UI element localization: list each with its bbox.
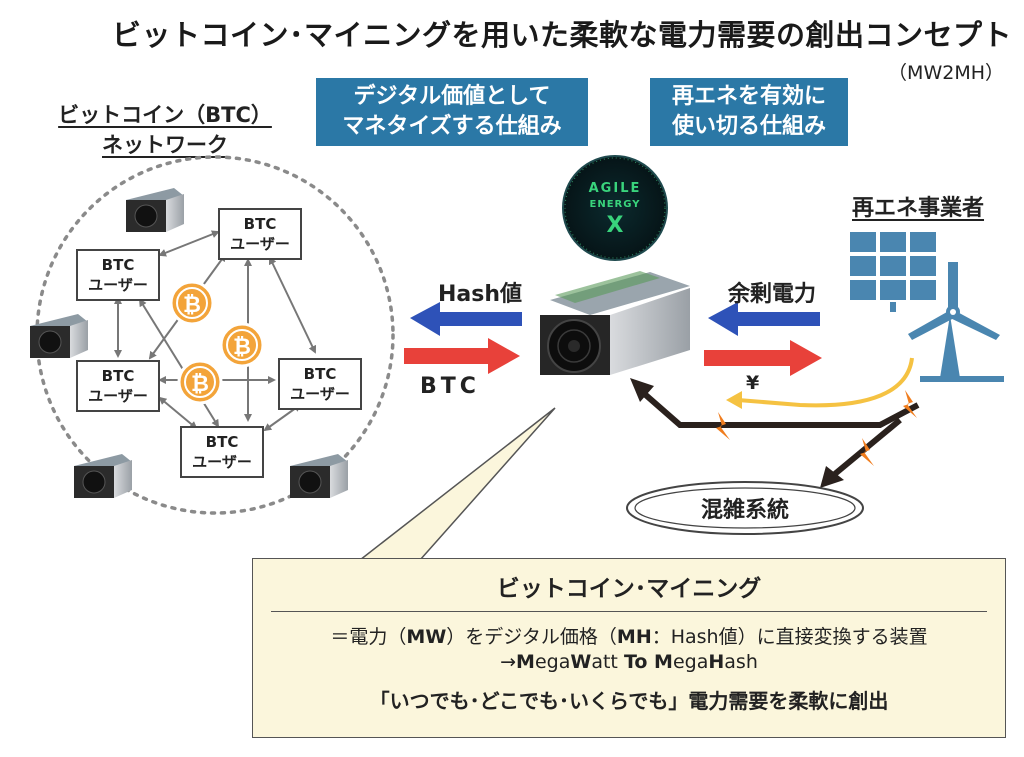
callout-line1: ＝電力（MW）をデジタル価格（MH：Hash値）に直接変換する装置 bbox=[330, 626, 928, 648]
btc-arrow bbox=[404, 338, 520, 374]
renewable-line1: 再エネを有効に bbox=[671, 84, 826, 109]
btc-user-node: BTC ユーザー bbox=[76, 360, 160, 412]
btc-label: BTC bbox=[420, 374, 480, 399]
network-title: ビットコイン（BTC） ネットワーク bbox=[40, 100, 290, 160]
callout-line2: →MegaWatt To MegaHash bbox=[500, 651, 758, 673]
miner-icon bbox=[74, 454, 132, 498]
network-title-line1: ビットコイン（BTC） bbox=[58, 103, 272, 127]
miner-icon bbox=[126, 188, 184, 232]
callout-box: ビットコイン･マイニング ＝電力（MW）をデジタル価格（MH：Hash値）に直接… bbox=[252, 558, 1006, 738]
operator-label: 再エネ事業者 bbox=[852, 196, 985, 221]
callout-line3: 「いつでも･どこでも･いくらでも」電力需要を柔軟に創出 bbox=[369, 689, 889, 713]
user-line2: ユーザー bbox=[88, 276, 148, 294]
callout-divider bbox=[271, 611, 987, 612]
grid-label: 混雑系統 bbox=[701, 497, 789, 523]
power-line bbox=[638, 387, 920, 428]
callout-pointer bbox=[357, 407, 556, 561]
central-miner-icon bbox=[540, 271, 690, 375]
btc-user-node: BTC ユーザー bbox=[76, 249, 160, 301]
renewable-box: 再エネを有効に 使い切る仕組み bbox=[650, 78, 848, 146]
surplus-power-arrow bbox=[708, 302, 820, 336]
coin-symbol-1: ₿ bbox=[183, 293, 201, 318]
agile-energy-x-logo: AGILE ENERGY X bbox=[562, 155, 668, 261]
bitcoin-coin-icon: ₿ bbox=[177, 359, 223, 405]
user-line2: ユーザー bbox=[230, 235, 290, 253]
hash-label: Hash値 bbox=[438, 282, 523, 307]
renewable-line2: 使い切る仕組み bbox=[671, 114, 826, 139]
hash-arrow bbox=[410, 302, 522, 336]
user-line1: BTC bbox=[303, 365, 337, 383]
grid-ellipse bbox=[626, 481, 864, 535]
user-line2: ユーザー bbox=[290, 385, 350, 403]
user-line1: BTC bbox=[243, 215, 277, 233]
coin-symbol-3: ₿ bbox=[191, 372, 209, 397]
coin-symbol-2: ₿ bbox=[233, 335, 251, 360]
grid-line-head bbox=[820, 466, 844, 488]
btc-user-node: BTC ユーザー bbox=[218, 208, 302, 260]
bitcoin-coin-icon: ₿ bbox=[219, 322, 265, 368]
btc-user-node: BTC ユーザー bbox=[278, 358, 362, 410]
miner-icon bbox=[290, 454, 348, 498]
payment-arrow bbox=[704, 340, 822, 376]
page-title: ビットコイン･マイニングを用いた柔軟な電力需要の創出コンセプト bbox=[112, 18, 1013, 52]
logo-line1: AGILE bbox=[589, 181, 642, 196]
page-subtitle: （MW2MH） bbox=[888, 62, 1004, 84]
logo-line2: ENERGY bbox=[590, 199, 641, 210]
bitcoin-coin-icon: ₿ bbox=[169, 280, 215, 326]
network-title-line2: ネットワーク bbox=[102, 133, 228, 157]
callout-title: ビットコイン･マイニング bbox=[496, 576, 762, 602]
grid-line bbox=[828, 417, 902, 481]
solar-panel-icon bbox=[850, 232, 936, 312]
yen-flow-line bbox=[737, 357, 914, 408]
monetize-line2: マネタイズする仕組み bbox=[342, 114, 562, 139]
miner-icon bbox=[30, 314, 88, 358]
user-line1: BTC bbox=[101, 367, 135, 385]
monetize-line1: デジタル価値として bbox=[353, 84, 551, 109]
wind-turbine-icon bbox=[908, 262, 1004, 382]
yen-label: ¥ bbox=[746, 372, 760, 394]
btc-user-node: BTC ユーザー bbox=[180, 426, 264, 478]
monetize-box: デジタル価値として マネタイズする仕組み bbox=[316, 78, 588, 146]
user-line2: ユーザー bbox=[88, 387, 148, 405]
user-line2: ユーザー bbox=[192, 453, 252, 471]
surplus-label: 余剰電力 bbox=[728, 282, 817, 307]
power-line-head bbox=[630, 378, 654, 402]
user-line1: BTC bbox=[101, 256, 135, 274]
logo-line3: X bbox=[607, 213, 624, 238]
yen-flow-head bbox=[726, 391, 742, 409]
user-line1: BTC bbox=[205, 433, 239, 451]
